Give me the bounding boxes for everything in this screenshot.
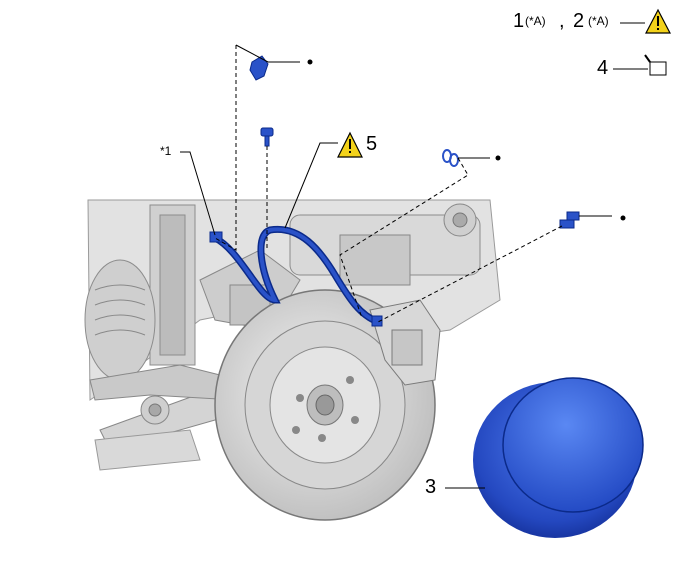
union-bolt bbox=[559, 211, 580, 229]
callout-5-number: 5 bbox=[366, 133, 378, 155]
brake-disc bbox=[214, 289, 436, 521]
brake-cap bbox=[473, 377, 644, 538]
callout-4-number: 4 bbox=[597, 57, 609, 79]
callout-separator: , bbox=[559, 10, 565, 32]
callout-star1: *1 bbox=[160, 144, 172, 158]
callout-1-note: (*A) bbox=[525, 14, 546, 28]
bolt-part bbox=[260, 127, 274, 147]
leader-lines bbox=[180, 22, 648, 489]
callout-1-number: 1 bbox=[513, 10, 525, 32]
grease-can-icon bbox=[644, 54, 667, 76]
hose-clip bbox=[249, 55, 269, 81]
leader-dots bbox=[307, 59, 626, 221]
callout-2-number: 2 bbox=[573, 10, 585, 32]
callout-2-note: (*A) bbox=[588, 14, 609, 28]
brake-caliper bbox=[369, 299, 441, 386]
warning-triangle-icon bbox=[337, 131, 363, 158]
warning-triangle-icon bbox=[645, 8, 671, 34]
callout-3-number: 3 bbox=[425, 476, 437, 498]
gasket-part bbox=[442, 149, 459, 167]
flexible-hose bbox=[209, 225, 383, 327]
